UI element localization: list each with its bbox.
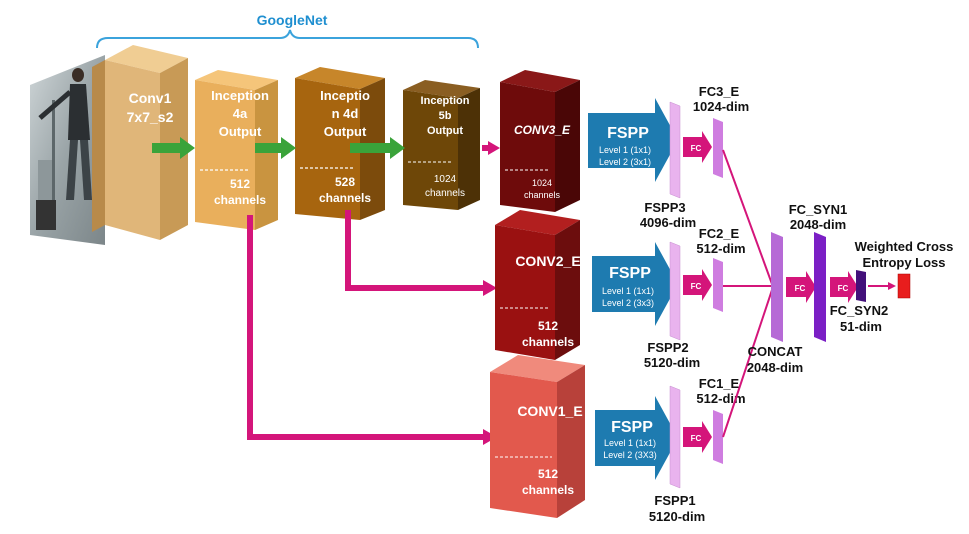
fspp1-module: FSPP Level 1 (1x1) Level 2 (3X3) FSPP1 5…: [595, 385, 705, 524]
loss-arrow: [868, 282, 896, 290]
fc2-label: FC: [691, 282, 702, 291]
concat-lines: [722, 149, 773, 438]
fspp2-level1: Level 1 (1x1): [602, 286, 654, 296]
fc1e-dim: 512-dim: [696, 391, 745, 406]
conv3e-label: CONV3_E: [514, 123, 571, 137]
fc-concat-label: FC: [795, 284, 806, 293]
conv1e-channels-word: channels: [522, 483, 574, 497]
loss-box: [897, 273, 911, 299]
fc3e-dim: 1024-dim: [693, 99, 749, 114]
fspp2-name: FSPP2: [647, 340, 688, 355]
inc4a-label-2: 4a: [233, 106, 248, 121]
fc-concat-block: [786, 271, 816, 303]
inc4d-label-2: n 4d: [332, 106, 359, 121]
loss-label-1: Weighted Cross: [855, 239, 954, 254]
fspp2-level2: Level 2 (3x3): [602, 298, 654, 308]
fc-e-bars: [713, 118, 723, 464]
fspp1-name: FSPP1: [654, 493, 695, 508]
fspp1-level1: Level 1 (1x1): [604, 438, 656, 448]
conv1e-channels-num: 512: [538, 467, 558, 481]
conv1e-label: CONV1_E: [517, 403, 582, 419]
fc3e-name: FC3_E: [699, 84, 740, 99]
conv3e-block: CONV3_E 1024 channels: [500, 70, 580, 212]
inc4a-channels-num: 512: [230, 177, 250, 191]
fc-syn1-dim: 2048-dim: [790, 217, 846, 232]
concat-dim: 2048-dim: [747, 360, 803, 375]
inc5b-channels-num: 1024: [434, 174, 457, 185]
fc2e-dim: 512-dim: [696, 241, 745, 256]
fspp3-level2: Level 2 (3x1): [599, 157, 651, 167]
fspp1-dim: 5120-dim: [649, 509, 705, 524]
fspp3-name: FSPP3: [644, 200, 685, 215]
inc4d-channels-num: 528: [335, 175, 355, 189]
inception-4a-block: Inception 4a Output 512 channels: [195, 70, 278, 230]
fc-syn-label: FC: [838, 284, 849, 293]
fc-syn2-dim: 51-dim: [840, 319, 882, 334]
fspp1-level2: Level 2 (3X3): [603, 450, 657, 460]
conv2e-channels-num: 512: [538, 319, 558, 333]
inc4a-channels-word: channels: [214, 193, 266, 207]
inc4d-label-1: Inceptio: [320, 88, 370, 103]
conv2e-channels-word: channels: [522, 335, 574, 349]
inc5b-channels-word: channels: [425, 188, 465, 199]
green-arrows: [152, 137, 405, 159]
inc4a-label-1: Inception: [211, 88, 269, 103]
conv1-label-2: 7x7_s2: [127, 109, 174, 125]
fspp3-level1: Level 1 (1x1): [599, 145, 651, 155]
conv1-block: Conv1 7x7_s2: [92, 45, 188, 240]
inception-5b-block: Inception 5b Output 1024 channels: [403, 80, 480, 210]
inc4a-label-3: Output: [219, 124, 262, 139]
fspp2-dim: 5120-dim: [644, 355, 700, 370]
loss-label-2: Entropy Loss: [862, 255, 945, 270]
conv1-label-1: Conv1: [129, 90, 172, 106]
fspp2-title: FSPP: [609, 265, 651, 282]
fspp3-module: FSPP Level 1 (1x1) Level 2 (3x1) FSPP3 4…: [588, 98, 696, 230]
inc4d-label-3: Output: [324, 124, 367, 139]
conv2e-label: CONV2_E: [515, 253, 580, 269]
fc-syn1-name: FC_SYN1: [789, 202, 848, 217]
conv3e-channels-word: channels: [524, 190, 561, 200]
fspp2-module: FSPP Level 1 (1x1) Level 2 (3x3) FSPP2 5…: [592, 241, 700, 370]
inc4d-channels-word: channels: [319, 191, 371, 205]
conv2e-block: CONV2_E 512 channels: [495, 210, 581, 360]
inc5b-label-2: 5b: [439, 110, 452, 122]
inc5b-label-3: Output: [427, 125, 463, 137]
fspp3-title: FSPP: [607, 125, 649, 142]
googlenet-title: GoogleNet: [257, 12, 328, 28]
concat-name: CONCAT: [748, 344, 803, 359]
fspp1-title: FSPP: [611, 419, 653, 436]
input-photo: [30, 55, 105, 245]
conv1e-block: CONV1_E 512 channels: [490, 355, 585, 518]
fc-syn2-bar: [856, 270, 866, 302]
fspp3-dim: 4096-dim: [640, 215, 696, 230]
fc-syn1-bar: [814, 232, 826, 342]
fc2e-name: FC2_E: [699, 226, 740, 241]
fc-blocks: FC FC FC: [683, 131, 712, 453]
inc5b-label-1: Inception: [421, 95, 470, 107]
fc1-label: FC: [691, 434, 702, 443]
fc1e-name: FC1_E: [699, 376, 740, 391]
fc3-label: FC: [691, 144, 702, 153]
concat-bar: [771, 232, 783, 342]
fc-syn2-name: FC_SYN2: [830, 303, 889, 318]
conv3e-channels-num: 1024: [532, 178, 552, 188]
googlenet-brace: [96, 29, 479, 49]
fc-syn-block: [830, 271, 858, 303]
